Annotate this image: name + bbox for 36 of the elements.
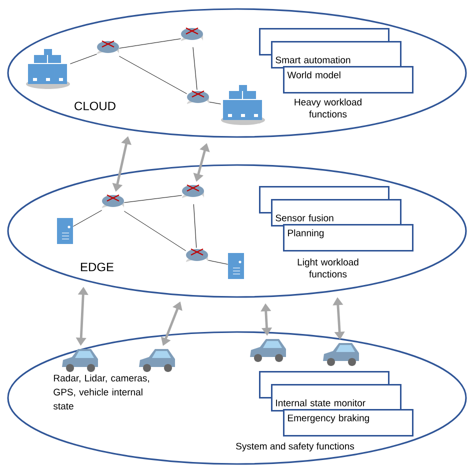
caption-text: Light workload functions (298, 258, 358, 278)
connector-line (192, 46, 198, 90)
function-box: Smart automation (271, 41, 402, 68)
car-icon (62, 349, 98, 372)
function-box: Planning (283, 224, 414, 252)
layer-label: EDGE (81, 262, 114, 272)
router-icon (97, 40, 119, 54)
car-icon (323, 343, 359, 366)
function-box: World model (283, 66, 414, 94)
connector-line (193, 204, 197, 248)
server-icon (228, 253, 244, 279)
server-rack-icon (221, 85, 265, 125)
router-icon (181, 27, 203, 41)
connector-line (124, 210, 186, 252)
caption-text: Radar, Lidar, cameras, GPS, vehicle internal state (53, 374, 149, 410)
connector-line (72, 210, 102, 227)
function-box: Internal state monitor (271, 384, 402, 412)
connector-line (124, 195, 182, 203)
router-icon (186, 248, 208, 262)
server-icon (57, 218, 73, 244)
connector-line (118, 56, 188, 94)
caption-text: Heavy workload functions (294, 98, 362, 118)
function-box: Sensor fusion (271, 199, 402, 226)
router-icon (182, 184, 204, 198)
function-box: Emergency braking (283, 409, 414, 436)
car-icon (250, 339, 286, 362)
connector-line (208, 260, 228, 265)
connector-line (70, 54, 98, 64)
connector-line (208, 102, 222, 104)
router-icon (102, 194, 124, 208)
car-icon (139, 349, 175, 372)
server-rack-icon (26, 49, 70, 89)
connector-line (118, 38, 182, 49)
router-icon (187, 90, 209, 104)
layer-label: CLOUD (74, 102, 116, 110)
caption-text: System and safety functions (236, 442, 354, 452)
